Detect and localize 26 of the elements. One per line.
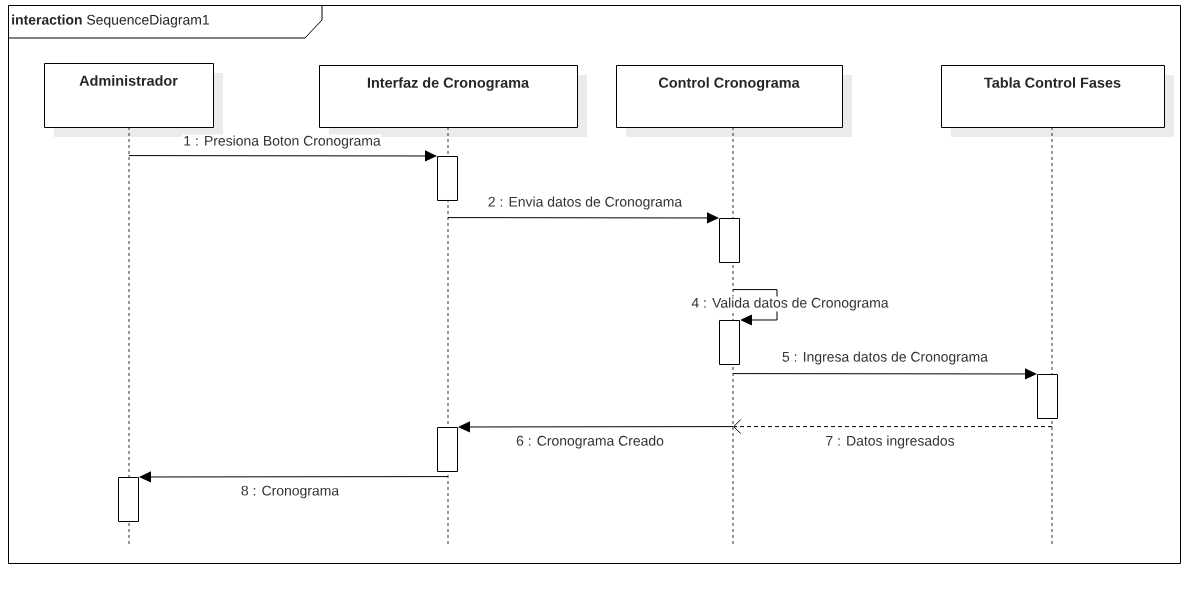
lifeline-head: Tabla Control Fases <box>941 65 1174 137</box>
message-arrow <box>128 150 437 162</box>
activation-bar <box>719 218 740 263</box>
lifeline-head: Interfaz de Cronograma <box>319 65 587 137</box>
message-label: 6 : Cronograma Creado <box>515 434 665 450</box>
activation-bar <box>719 320 740 365</box>
activation-bar <box>118 477 139 522</box>
message-arrow <box>139 471 449 483</box>
lifeline-head: Administrador <box>44 63 223 137</box>
lifeline <box>1051 126 1053 546</box>
message-label: 5 : Ingresa datos de Cronograma <box>781 350 989 366</box>
message-arrow <box>447 212 719 224</box>
message-arrow <box>732 368 1037 380</box>
activation-bar <box>437 156 458 201</box>
activation-bar <box>1037 374 1058 419</box>
activation-bar <box>437 427 458 472</box>
message-label: 2 : Envia datos de Cronograma <box>486 195 684 211</box>
lifeline <box>128 126 130 546</box>
message-arrow <box>733 419 1053 435</box>
message-arrow <box>458 421 734 433</box>
message-arrow <box>732 289 778 326</box>
message-label: 7 : Datos ingresados <box>824 434 956 450</box>
message-label: 4 : Valida datos de Cronograma <box>690 296 890 312</box>
message-label: 1 : Presiona Boton Cronograma <box>182 134 382 150</box>
message-label: 8 : Cronograma <box>239 484 341 500</box>
lifeline-head: Control Cronograma <box>616 65 852 137</box>
